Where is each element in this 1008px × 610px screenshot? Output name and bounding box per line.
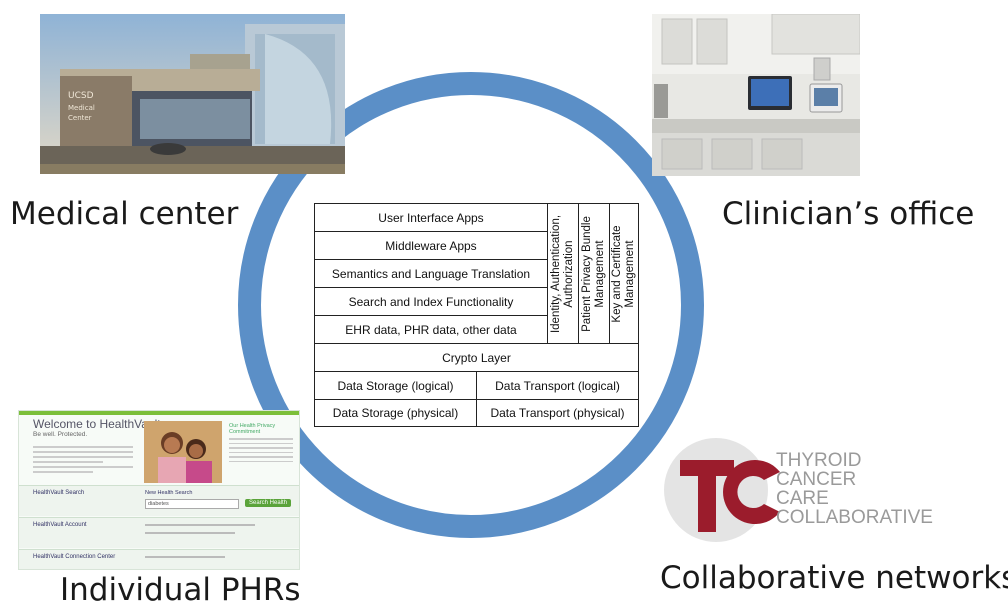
stack-cell-storage-physical: Data Storage (physical) <box>315 400 477 426</box>
hv-search-box-label: New Health Search <box>145 490 193 496</box>
hv-connection-heading: HealthVault Connection Center <box>33 554 116 560</box>
stack-row-label: User Interface Apps <box>378 210 484 225</box>
medical-center-label: Medical center <box>10 196 239 232</box>
stack-row-label: Semantics and Language Translation <box>331 266 531 281</box>
clinician-office-illustration <box>652 14 860 176</box>
stack-row-label: Search and Index Functionality <box>348 294 514 309</box>
stack-cell-transport-physical: Data Transport (physical) <box>490 406 625 420</box>
hv-account-band: HealthVault Account <box>19 517 299 548</box>
stack-row-label: Crypto Layer <box>442 350 511 365</box>
clinicians-office-label: Clinician’s office <box>722 196 975 232</box>
hv-search-band: HealthVault Search New Health Search dia… <box>19 485 299 516</box>
tc-logo: THYROID CANCER CARE COLLABORATIVE <box>660 432 950 552</box>
medical-center-photo: UCSD Medical Center <box>40 14 345 174</box>
stack-col-label: Patient Privacy Bundle Management <box>581 215 606 332</box>
sign-line-2: Medical <box>68 104 95 112</box>
hv-privacy-heading: Our Health Privacy Commitment <box>229 423 276 435</box>
stack-row-ui-apps: User Interface Apps <box>315 204 547 232</box>
hv-search-input[interactable]: diabetes <box>145 499 239 509</box>
stack-col-privacy: Patient Privacy Bundle Management <box>578 204 609 344</box>
stack-row-semantics: Semantics and Language Translation <box>315 260 547 288</box>
architecture-stack: User Interface Apps Middleware Apps Sema… <box>314 203 639 427</box>
tc-logo-mark: THYROID CANCER CARE COLLABORATIVE <box>664 438 933 542</box>
tc-line-4: COLLABORATIVE <box>776 507 933 528</box>
sign-line-1: UCSD <box>68 91 94 101</box>
stack-cell-transport-logical: Data Transport (logical) <box>477 372 638 400</box>
stack-row-search: Search and Index Functionality <box>315 288 547 316</box>
stack-col-label: Key and Certificate Management <box>611 224 636 323</box>
stack-row-middleware: Middleware Apps <box>315 232 547 260</box>
hv-top-bar <box>19 411 299 415</box>
medical-center-illustration: UCSD Medical Center <box>40 14 345 174</box>
stack-row-data: EHR data, PHR data, other data <box>315 316 547 344</box>
stack-cell-storage-logical: Data Storage (logical) <box>315 372 477 400</box>
hv-title: Welcome to HealthVault <box>33 417 161 431</box>
hv-account-heading: HealthVault Account <box>33 522 87 528</box>
collaborative-networks-label: Collaborative networks <box>660 560 1008 596</box>
hv-search-button[interactable]: Search Health <box>245 499 292 507</box>
hv-family-photo <box>144 421 222 483</box>
stack-col-keys: Key and Certificate Management <box>609 204 638 344</box>
hv-intro-text <box>33 443 133 481</box>
tc-line-1: THYROID <box>776 450 862 471</box>
hv-subtitle: Be well. Protected. <box>33 431 88 438</box>
healthvault-screenshot: Welcome to HealthVault Be well. Protecte… <box>18 410 300 570</box>
individual-phrs-label: Individual PHRs <box>60 572 301 608</box>
stack-col-identity: Identity, Authentication, Authorization <box>547 204 578 344</box>
tc-line-3: CARE <box>776 488 829 509</box>
stack-row-crypto: Crypto Layer <box>315 344 638 372</box>
hv-connection-band: HealthVault Connection Center <box>19 549 299 569</box>
tc-line-2: CANCER <box>776 469 856 490</box>
hv-privacy-box: Our Health Privacy Commitment <box>229 423 293 465</box>
stack-row-label: Middleware Apps <box>385 238 477 253</box>
hv-search-heading: HealthVault Search <box>33 490 85 496</box>
stack-row-label: EHR data, PHR data, other data <box>345 322 517 337</box>
sign-line-3: Center <box>68 114 92 122</box>
clinician-office-photo <box>652 14 860 176</box>
stack-col-label: Identity, Authentication, Authorization <box>550 214 575 333</box>
